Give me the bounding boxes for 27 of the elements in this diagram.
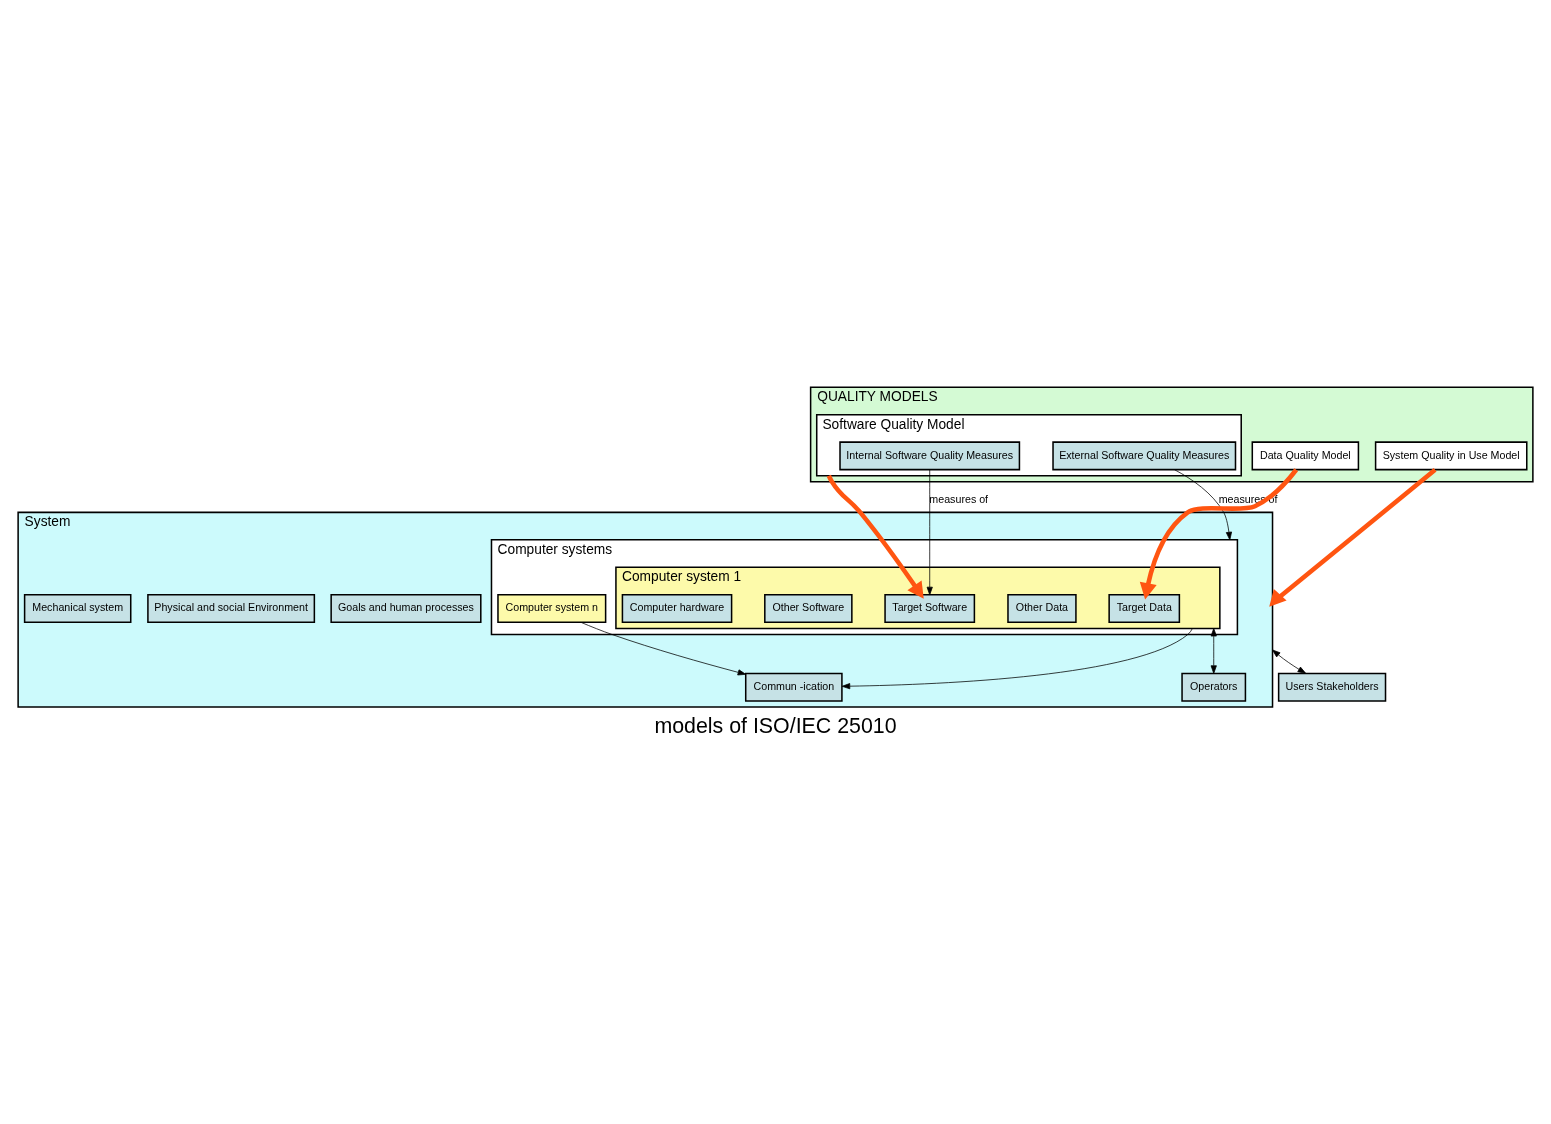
node-box: System Quality in Use Model <box>1374 441 1528 471</box>
edge-label: measures of <box>929 493 989 506</box>
node-box: External Software Quality Measures <box>1052 441 1237 471</box>
node-box: Operators <box>1181 672 1247 702</box>
arrow <box>1210 628 1217 674</box>
caption: models of ISO/IEC 25010 <box>654 714 897 739</box>
node-box: Internal Software Quality Measures <box>839 441 1021 471</box>
node-box: Users Stakeholders <box>1277 672 1387 702</box>
node-box: Other Software <box>764 594 853 624</box>
arrow <box>926 469 933 596</box>
arrow <box>826 474 924 599</box>
arrow <box>841 628 1193 690</box>
arrow <box>1269 468 1437 607</box>
node-box: Other Data <box>1007 594 1077 624</box>
node-box: Mechanical system <box>23 594 132 624</box>
node-box: Target Software <box>884 594 976 624</box>
node-box: Goals and human processes <box>330 594 482 624</box>
node-box: Target Data <box>1108 594 1181 624</box>
arrow <box>1174 469 1232 541</box>
arrow <box>1139 468 1299 600</box>
node-box: Physical and social Environment <box>147 594 316 624</box>
arrow <box>1272 649 1307 674</box>
node-box: Data Quality Model <box>1251 441 1360 471</box>
node-box: Computer hardware <box>621 594 733 624</box>
arrow <box>580 621 747 676</box>
node-box: Commun -ication <box>744 672 843 702</box>
node-box: Computer system n <box>497 594 607 624</box>
